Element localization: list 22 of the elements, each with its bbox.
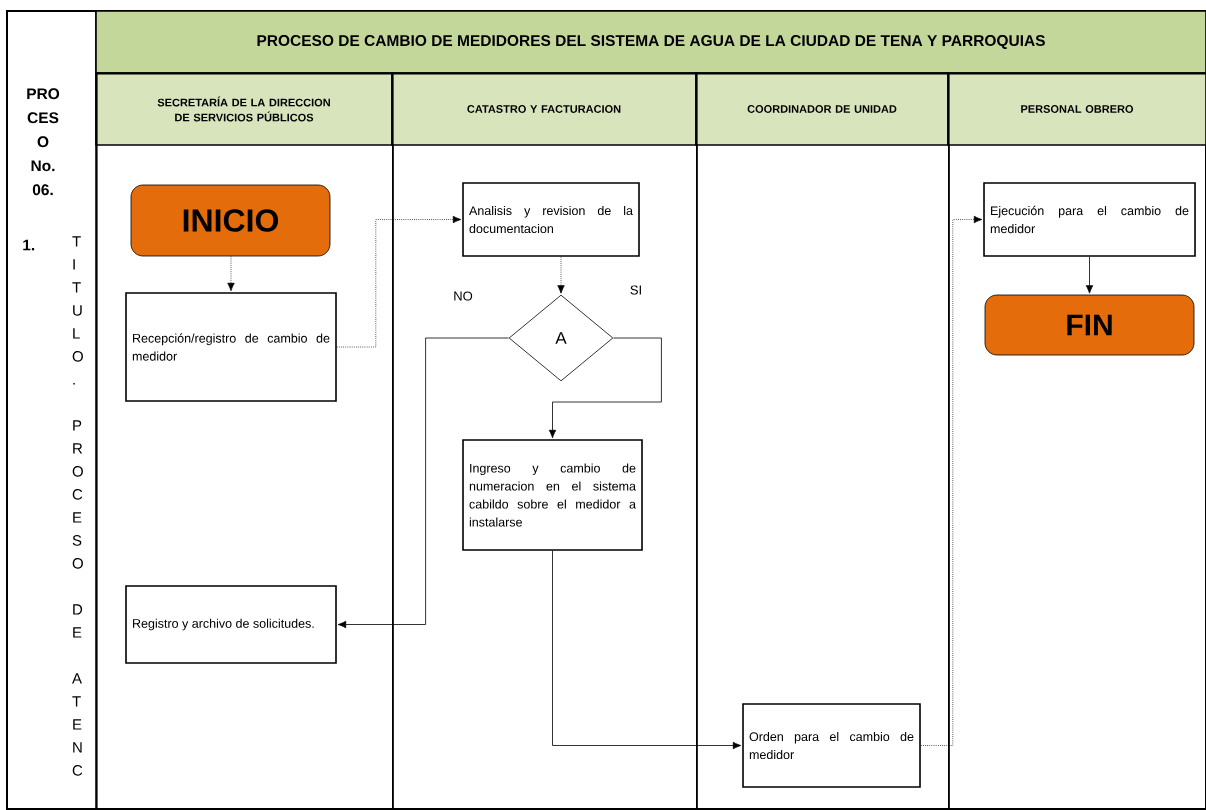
- edge-label: NO: [451, 290, 475, 302]
- process-box: Ejecución para el cambio de medidor: [983, 182, 1196, 257]
- arrow: [557, 256, 565, 294]
- arrow: [548, 337, 662, 439]
- process-number: PRO CES O No. 06.: [27, 88, 60, 196]
- arrow: [336, 215, 462, 348]
- arrow: [337, 337, 509, 629]
- arrow: [920, 215, 983, 746]
- arrow: [227, 256, 235, 292]
- terminal-box: FIN: [984, 294, 1195, 356]
- title-band: PROCESO DE CAMBIO DE MEDIDORES DEL SISTEMA DE AGUA DE LA CIUDAD DE TENA Y PARROQUIAS: [95, 10, 1206, 74]
- process-box: Registro y archivo de solicitudes.: [125, 585, 337, 664]
- vertical-title: TITULO. PROCESO DE ATENC: [72, 236, 83, 776]
- process-box: Ingreso y cambio de numeracion en el sistema cabildo sobre el medidor a instalarse: [462, 439, 643, 551]
- edge-label: SI: [628, 284, 644, 296]
- process-box: Analisis y revision de la documentacion: [462, 182, 640, 257]
- item-number: 1.: [23, 239, 35, 251]
- process-box: Recepción/registro de cambio de medidor: [125, 292, 337, 402]
- process-box: Orden para el cambio de medidor: [742, 703, 921, 788]
- arrow: [552, 550, 742, 750]
- terminal-box: INICIO: [130, 184, 331, 257]
- arrow: [1085, 256, 1094, 294]
